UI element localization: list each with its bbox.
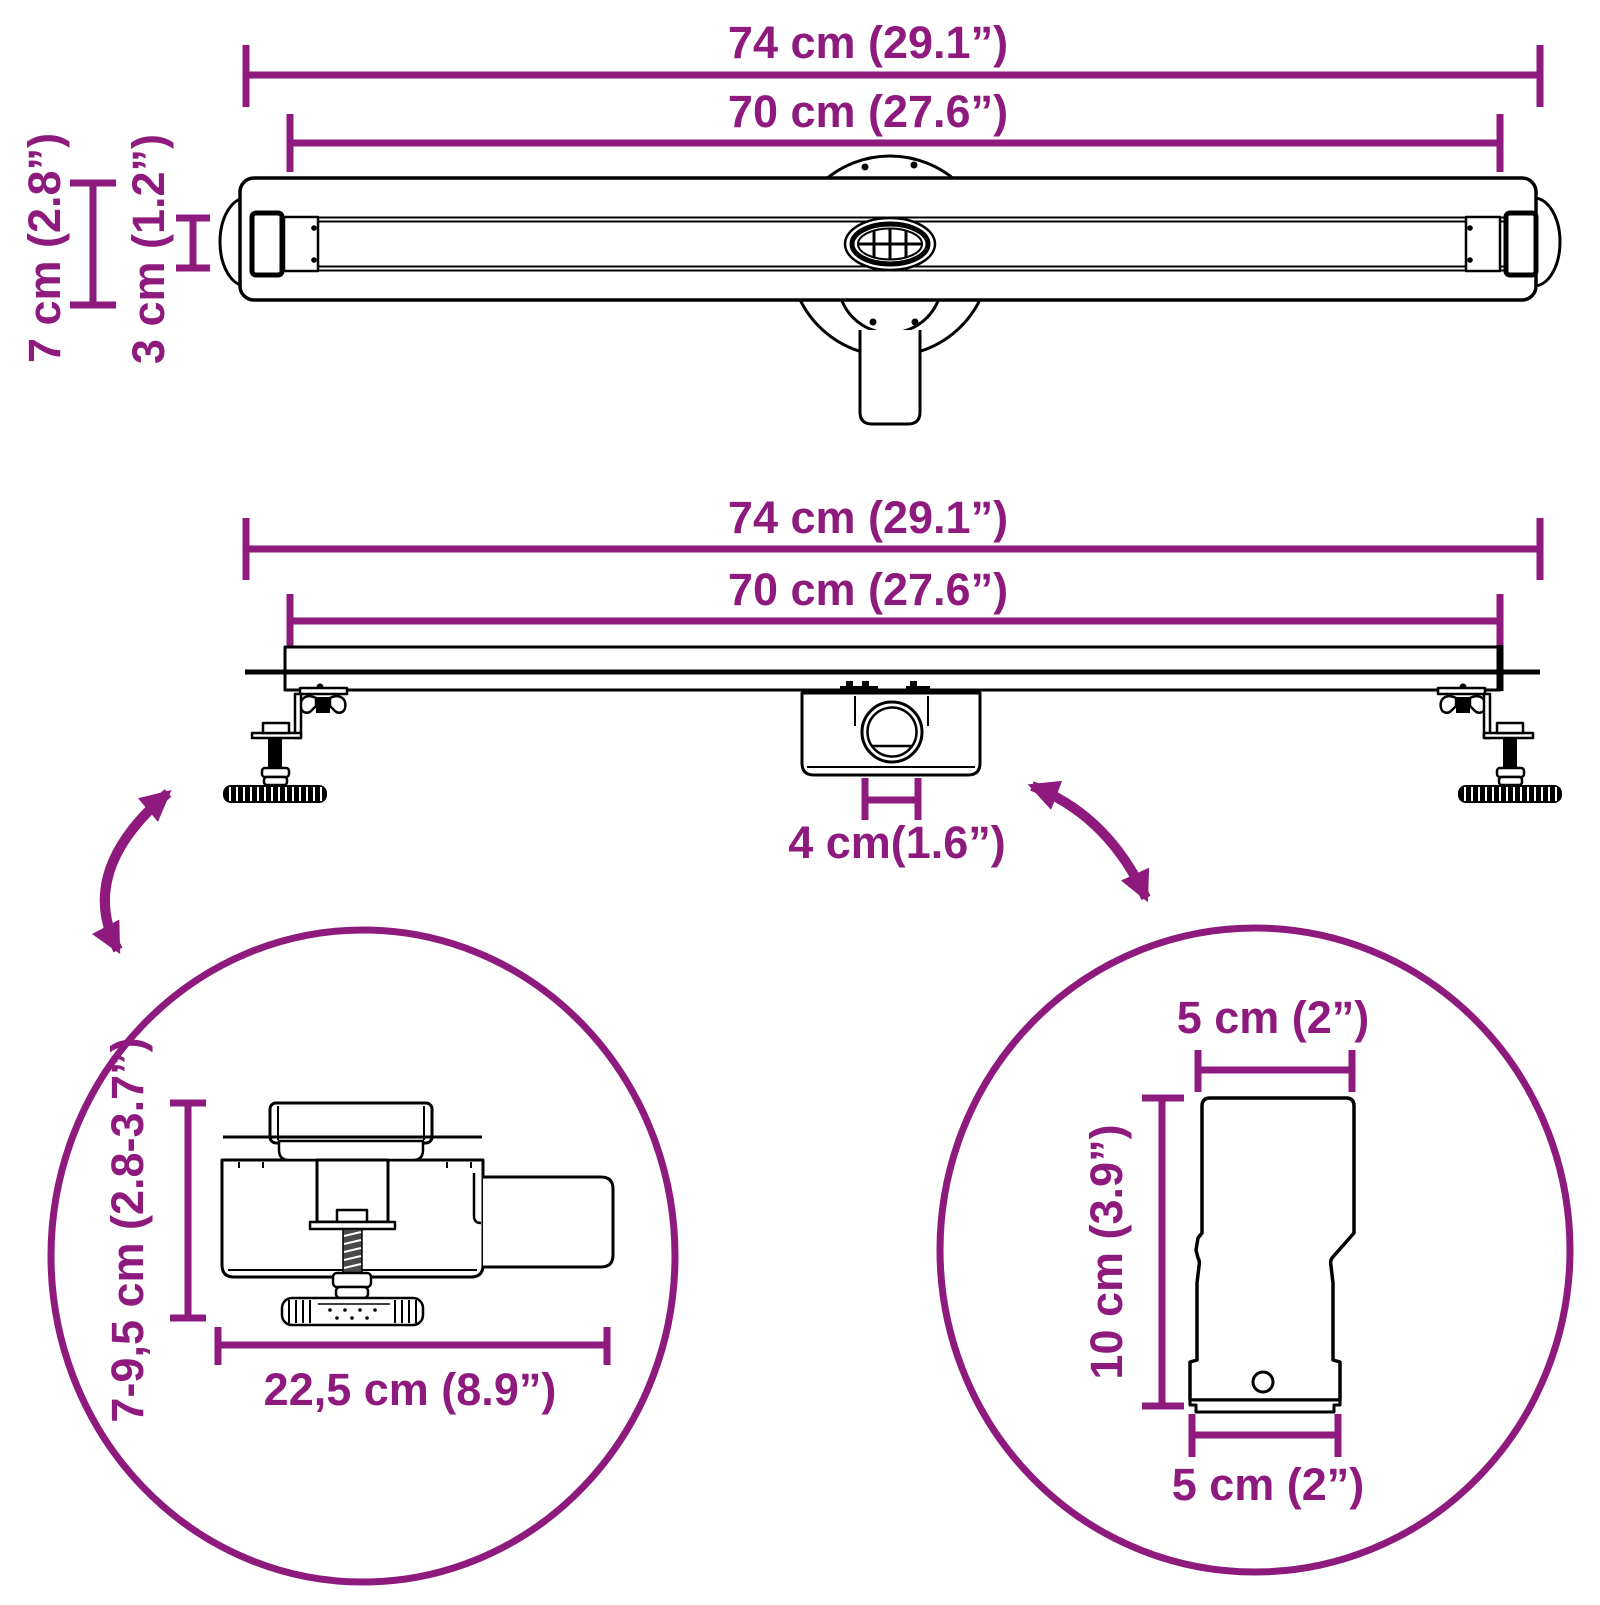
top-inner-height-label: 3 cm (1.2”): [123, 134, 174, 364]
knurled-foot-disc: [223, 785, 327, 803]
top-view: 74 cm (29.1”) 70 cm (27.6”) 7 cm (2.8”) …: [19, 17, 1562, 426]
side-foot-right: [1436, 683, 1562, 803]
knurled-foot-disc: [1458, 785, 1562, 803]
side-dim-channel-length: 70 cm (27.6”): [286, 564, 1504, 648]
trap-outlet-circle: [860, 700, 924, 764]
top-outer-height-label: 7 cm (2.8”): [19, 133, 70, 363]
foot-dim-width: 22,5 cm (8.9”): [214, 1327, 611, 1415]
right-end-cap: [1464, 210, 1539, 278]
outlet-dim-height: 10 cm (3.9”): [1081, 1094, 1184, 1410]
side-dim-total-length: 74 cm (29.1”): [242, 492, 1544, 580]
side-trap: [800, 681, 982, 777]
foot-height-label: 7-9,5 cm (2.8-3.7”): [102, 1037, 153, 1422]
side-outlet-offset-label: 4 cm(1.6”): [788, 817, 1006, 868]
top-dim-inner-height: 3 cm (1.2”): [123, 134, 210, 364]
foot-detail-drawing: [220, 1101, 615, 1327]
outlet-height-label: 10 cm (3.9”): [1081, 1124, 1132, 1379]
top-dim-outer-height: 7 cm (2.8”): [19, 133, 116, 363]
grate-grid: [858, 228, 922, 260]
side-view: 74 cm (29.1”) 70 cm (27.6”): [91, 492, 1562, 955]
zoom-arrow-right: [1027, 780, 1151, 903]
foot-dim-height: 7-9,5 cm (2.8-3.7”): [102, 1037, 206, 1423]
outlet-dim-bottom-width: 5 cm (2”): [1172, 1414, 1365, 1510]
top-channel-length-label: 70 cm (27.6”): [728, 86, 1008, 137]
side-channel-length-label: 70 cm (27.6”): [728, 564, 1008, 615]
side-dim-outlet-offset: 4 cm(1.6”): [788, 778, 1006, 868]
outlet-dim-top-width: 5 cm (2”): [1177, 992, 1370, 1092]
outlet-top-width-label: 5 cm (2”): [1177, 992, 1370, 1043]
side-channel-profile: [245, 645, 1540, 692]
outlet-adapter-base: [1188, 1398, 1342, 1414]
top-dim-channel-length: 70 cm (27.6”): [286, 86, 1504, 172]
foot-width-label: 22,5 cm (8.9”): [264, 1364, 557, 1415]
foot-detail-circle: 7-9,5 cm (2.8-3.7”) 22,5 cm (8.9”): [47, 926, 679, 1586]
outlet-detail-drawing: [1188, 1096, 1356, 1414]
detail-adjustable-foot: [280, 1158, 425, 1327]
side-foot-left: [223, 683, 349, 803]
detail-outlet-pipe: [483, 1175, 615, 1269]
side-total-length-label: 74 cm (29.1”): [728, 492, 1008, 543]
detail-circle-outline: [936, 924, 1574, 1576]
top-total-length-label: 74 cm (29.1”): [728, 17, 1008, 68]
outlet-adapter-body: [1188, 1096, 1356, 1402]
drain-grate: [843, 216, 937, 272]
outlet-screw-hole: [1251, 1370, 1275, 1394]
top-dim-total-length: 74 cm (29.1”): [242, 17, 1544, 107]
zoom-arrow-left: [91, 789, 172, 955]
top-view-drawing: [218, 154, 1562, 426]
left-end-cap: [249, 210, 320, 278]
outlet-detail-circle: 5 cm (2”) 10 cm (3.9”) 5 cm (2”): [936, 924, 1574, 1576]
outlet-bottom-width-label: 5 cm (2”): [1172, 1459, 1365, 1510]
detail-circle-outline: [47, 926, 679, 1586]
bottom-outlet-pipe: [858, 330, 922, 426]
